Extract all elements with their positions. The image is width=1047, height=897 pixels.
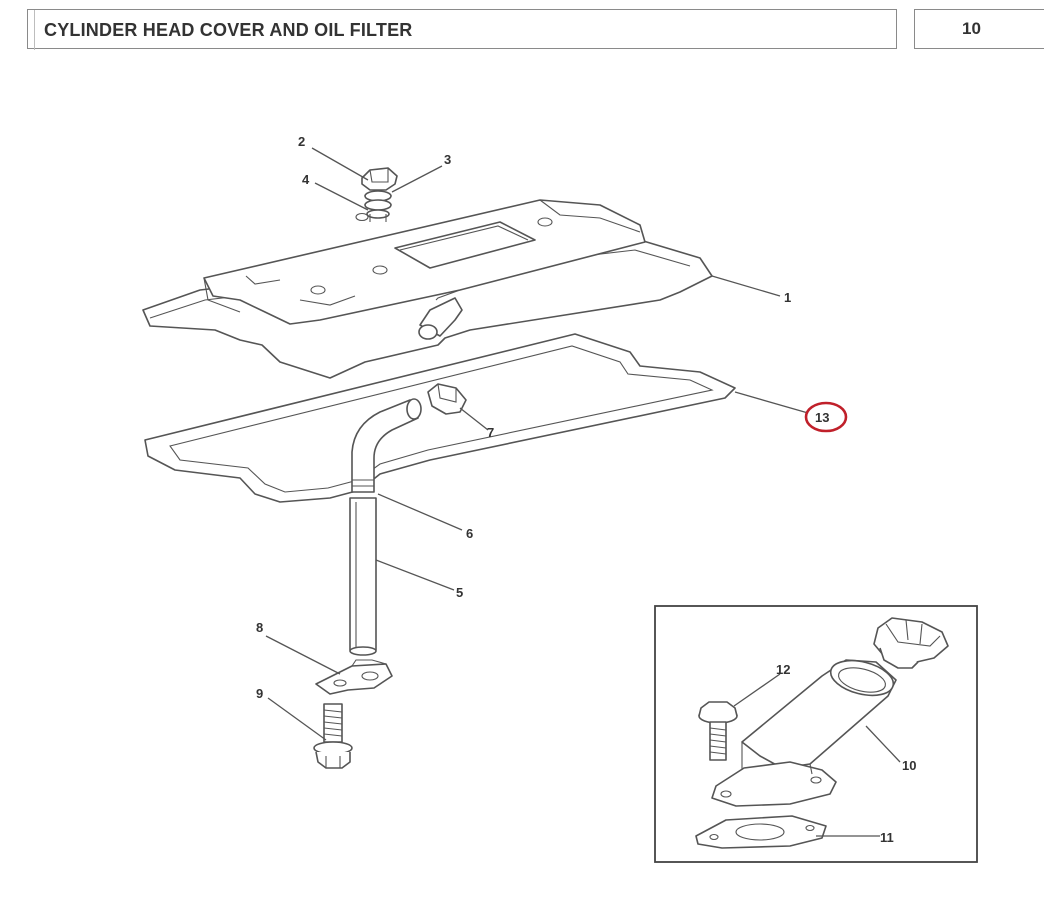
hose-clamp [427, 383, 467, 415]
title-box-edge [34, 10, 35, 50]
mounting-bolt-9 [313, 703, 353, 769]
callout-1: 1 [784, 290, 791, 305]
diagram-title-box: CYLINDER HEAD COVER AND OIL FILTER [27, 9, 897, 50]
leader-12 [733, 673, 781, 707]
diagram-title: CYLINDER HEAD COVER AND OIL FILTER [44, 20, 413, 40]
breather-pipe [349, 497, 377, 656]
callout-8: 8 [256, 620, 263, 635]
page-number: 10 [962, 19, 981, 38]
leader-lines [265, 147, 809, 741]
cap-nut-assembly [361, 167, 398, 222]
leader-10 [865, 725, 901, 763]
filler-gasket [695, 815, 827, 849]
callout-11: 11 [880, 830, 894, 845]
mounting-bolt-12 [698, 701, 738, 761]
callout-7: 7 [487, 425, 494, 440]
callout-12: 12 [776, 662, 790, 677]
breather-hose [351, 398, 422, 499]
highlight-circle [804, 401, 848, 433]
callout-labels: 1 2 3 4 5 6 7 8 9 10 11 12 13 [256, 134, 916, 845]
callout-4: 4 [302, 172, 310, 187]
oil-filler-cap [873, 617, 949, 669]
callout-6: 6 [466, 526, 473, 541]
callout-5: 5 [456, 585, 463, 600]
page-number-box: 10 [914, 9, 1044, 49]
callout-3: 3 [444, 152, 451, 167]
oil-filler-neck [711, 659, 897, 807]
callout-10: 10 [902, 758, 916, 773]
callout-2: 2 [298, 134, 305, 149]
callout-9: 9 [256, 686, 263, 701]
oil-filler-inset [654, 605, 978, 863]
callout-13: 13 [815, 410, 829, 425]
cylinder-head-cover [142, 199, 713, 379]
pipe-bracket [315, 659, 393, 695]
cover-gasket [144, 333, 736, 503]
